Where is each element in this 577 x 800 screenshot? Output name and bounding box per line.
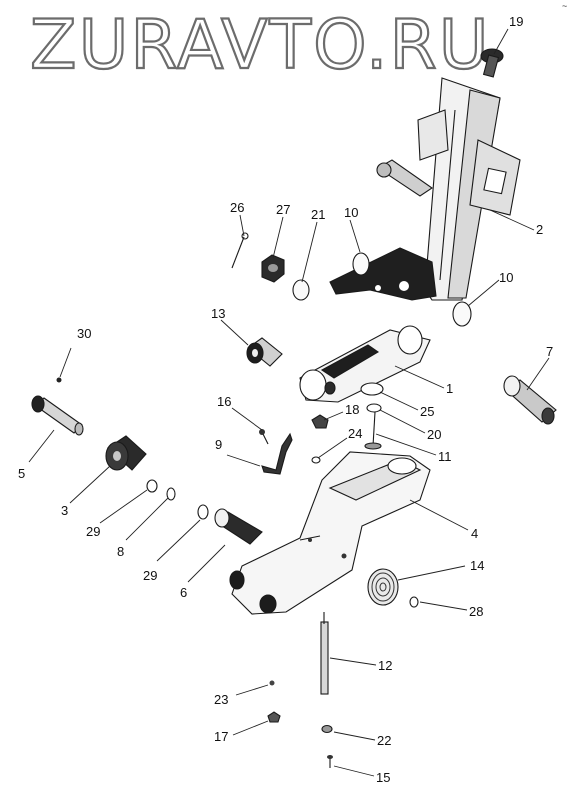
- part-23-pin: [269, 680, 275, 686]
- part-30-screw: [56, 377, 62, 383]
- callout-9: 9: [215, 437, 222, 452]
- watermark-logo: ZURAVTO.RU: [30, 6, 490, 85]
- callout-18: 18: [345, 402, 359, 417]
- callout-7: 7: [546, 344, 553, 359]
- callout-labels: 19 2 26 27 21 10 10 13 30 7 1 25 16 18 2…: [18, 14, 553, 785]
- callout-12: 12: [378, 658, 392, 673]
- callout-14: 14: [470, 558, 484, 573]
- callout-13: 13: [211, 306, 225, 321]
- callout-19: 19: [509, 14, 523, 29]
- part-10-washer-lower: [452, 301, 472, 327]
- callout-3: 3: [61, 503, 68, 518]
- part-3-roller: [105, 435, 147, 471]
- part-17-nut: [267, 711, 281, 723]
- callout-6: 6: [180, 585, 187, 600]
- part-8-spacer: [166, 487, 176, 501]
- part-14-spring-disk: [367, 568, 399, 606]
- callout-29-lower: 29: [143, 568, 157, 583]
- callout-10-upper: 10: [344, 205, 358, 220]
- corner-mark: ~: [562, 1, 567, 11]
- callout-8: 8: [117, 544, 124, 559]
- part-7-shaft-end: [503, 375, 557, 425]
- part-26-cotter-pin: [231, 232, 249, 269]
- callout-28: 28: [469, 604, 483, 619]
- callout-26: 26: [230, 200, 244, 215]
- part-1-yoke: [299, 325, 431, 403]
- part-2-column-housing: [329, 48, 521, 301]
- callout-29-upper: 29: [86, 524, 100, 539]
- callout-1: 1: [446, 381, 453, 396]
- callout-20: 20: [427, 427, 441, 442]
- part-22-washer: [321, 724, 333, 734]
- callout-16: 16: [217, 394, 231, 409]
- part-4-lower-arm: [229, 451, 431, 615]
- callout-15: 15: [376, 770, 390, 785]
- callout-21: 21: [311, 207, 325, 222]
- part-16-bolt: [259, 429, 269, 445]
- part-20-washer: [366, 403, 382, 413]
- part-25-ring: [360, 382, 384, 396]
- callout-22: 22: [377, 733, 391, 748]
- part-12-long-bolt: [320, 612, 329, 695]
- callout-25: 25: [420, 404, 434, 419]
- part-9-clamp: [261, 432, 293, 475]
- part-10-washer-upper: [352, 252, 370, 276]
- callout-4: 4: [471, 526, 478, 541]
- callout-30: 30: [77, 326, 91, 341]
- part-13-bushing: [246, 337, 283, 367]
- callout-23: 23: [214, 692, 228, 707]
- part-27-nut: [261, 254, 285, 283]
- part-29-washer-lower: [197, 504, 209, 520]
- part-11-bolt: [364, 411, 382, 450]
- callout-27: 27: [276, 202, 290, 217]
- part-5-pin-shaft: [31, 395, 84, 436]
- callout-24: 24: [348, 426, 362, 441]
- part-18-nut: [311, 414, 329, 429]
- callout-2: 2: [536, 222, 543, 237]
- callout-5: 5: [18, 466, 25, 481]
- callout-10-lower: 10: [499, 270, 513, 285]
- part-21-washer: [292, 279, 310, 301]
- callout-17: 17: [214, 729, 228, 744]
- part-24-washer: [311, 456, 321, 464]
- part-29-washer-upper: [146, 479, 158, 493]
- part-6-bushing: [214, 508, 263, 545]
- callout-11: 11: [438, 449, 452, 464]
- part-28-washer: [409, 596, 419, 608]
- leader-lines: [28, 28, 550, 777]
- part-15-screw: [327, 755, 333, 768]
